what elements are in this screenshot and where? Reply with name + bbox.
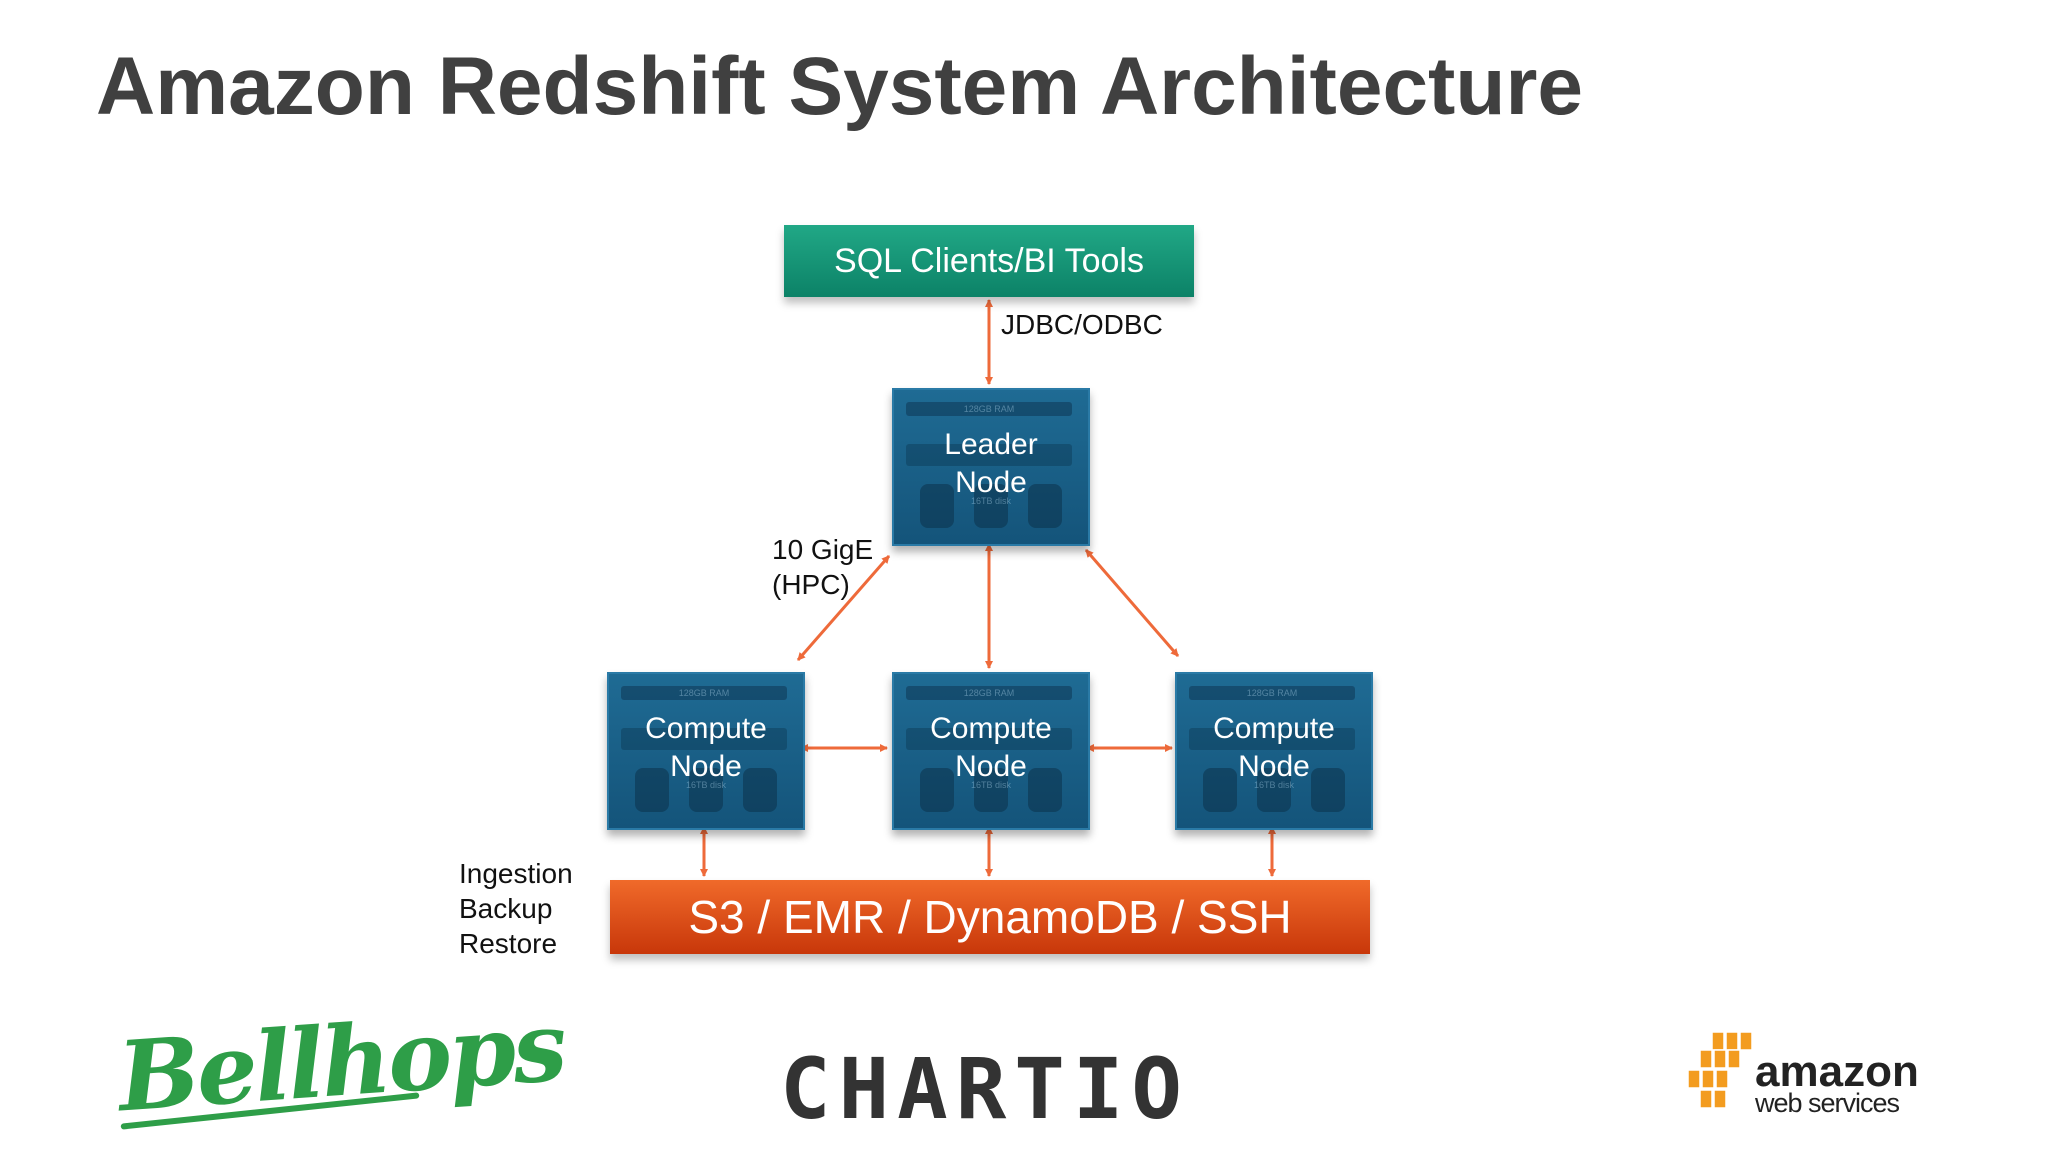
leader-node-label: Leader Node <box>944 428 1038 499</box>
jdbc-label: JDBC/ODBC <box>1001 309 1163 340</box>
sql-clients-box: SQL Clients/BI Tools <box>784 225 1194 297</box>
compute-node-label: Compute Node <box>930 712 1052 783</box>
arrow-leader-compute-right <box>1084 549 1180 657</box>
ram-label: 128GB RAM <box>1189 686 1355 700</box>
aws-cubes-icon <box>1687 1031 1753 1109</box>
leader-node: 128GB RAM 16TB disk Leader Node <box>892 388 1090 546</box>
ram-label: 128GB RAM <box>906 402 1072 416</box>
compute-node-right: 128GB RAM 16TB disk Compute Node <box>1175 672 1373 830</box>
compute-node-center: 128GB RAM 16TB disk Compute Node <box>892 672 1090 830</box>
disk-label: 16TB disk <box>970 780 1012 790</box>
aws-logo-subtext: web services <box>1755 1088 1900 1118</box>
aws-logo-text: amazon <box>1755 1047 1919 1096</box>
slide-title: Amazon Redshift System Architecture <box>96 41 1583 132</box>
compute-node-label: Compute Node <box>645 712 767 783</box>
ram-label: 128GB RAM <box>621 686 787 700</box>
arrow-leader-compute-left <box>796 555 891 661</box>
disk-label: 16TB disk <box>970 496 1012 506</box>
chartio-logo: CHARTIO <box>780 1040 1191 1138</box>
ram-label: 128GB RAM <box>906 686 1072 700</box>
disk-label: 16TB disk <box>685 780 727 790</box>
ingestion-label: Ingestion Backup Restore <box>459 858 573 959</box>
network-label: 10 GigE (HPC) <box>772 534 874 600</box>
compute-node-left: 128GB RAM 16TB disk Compute Node <box>607 672 805 830</box>
storage-services-box: S3 / EMR / DynamoDB / SSH <box>610 880 1370 954</box>
compute-node-label: Compute Node <box>1213 712 1335 783</box>
disk-label: 16TB disk <box>1253 780 1295 790</box>
